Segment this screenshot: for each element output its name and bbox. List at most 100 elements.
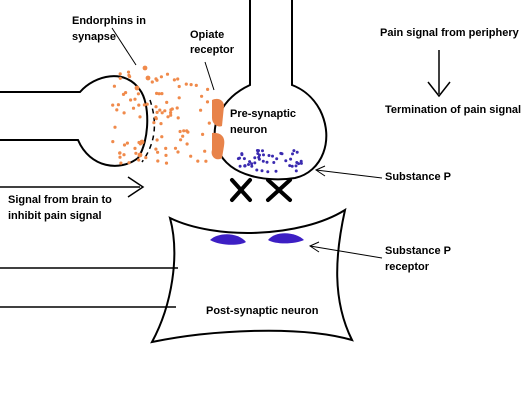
substance-p-dot bbox=[243, 164, 247, 168]
endorphin-dot bbox=[122, 111, 126, 115]
endorphin-dot bbox=[144, 156, 148, 160]
substance-p-dot bbox=[271, 154, 274, 158]
endorphin-dot bbox=[136, 92, 140, 96]
endorphin-dot bbox=[200, 94, 204, 98]
pain-signal-arrow-head bbox=[427, 81, 451, 98]
substance-p-pointer-line bbox=[315, 169, 383, 179]
substance-p-dot bbox=[297, 162, 301, 166]
endorphin-dot bbox=[172, 78, 176, 82]
endorphin-dot bbox=[164, 161, 169, 165]
endorphin-dot bbox=[118, 151, 122, 155]
substance-p-dot bbox=[253, 161, 257, 165]
endorphin-dot bbox=[177, 96, 181, 100]
substance-p-dot bbox=[260, 169, 264, 173]
endorphin-dot bbox=[182, 129, 186, 133]
endorphin-dot bbox=[122, 143, 127, 147]
endorphin-dot bbox=[185, 142, 189, 146]
opiate-pointer bbox=[204, 61, 215, 91]
endorphin-dot bbox=[116, 103, 120, 107]
opiate-receptor-upper bbox=[212, 98, 224, 127]
endorphin-dot bbox=[137, 158, 141, 162]
endorphin-dot bbox=[164, 146, 168, 150]
substance-p-dot bbox=[238, 164, 242, 168]
endorphin-dot bbox=[156, 150, 160, 154]
endorphin-dot bbox=[138, 115, 142, 119]
substance-p-dot bbox=[236, 157, 240, 161]
brain-signal-label-line2: inhibit pain signal bbox=[8, 210, 102, 222]
endorphin-dot bbox=[196, 159, 200, 163]
endorphin-dot bbox=[142, 103, 146, 107]
brain-neuron-outline bbox=[0, 75, 149, 167]
substance-p-dot bbox=[253, 156, 257, 160]
substance-p-dot bbox=[290, 164, 294, 168]
endorphin-dot bbox=[157, 92, 161, 96]
endorphin-dot bbox=[125, 141, 129, 145]
substance-p-receptor-label-line1: Substance P bbox=[385, 245, 451, 257]
brain-signal-label-line1: Signal from brain to bbox=[8, 194, 112, 206]
substance-p-dot bbox=[295, 150, 299, 154]
endorphin-dot bbox=[111, 103, 115, 107]
substance-p-dot bbox=[275, 157, 279, 161]
endorphin-dot bbox=[129, 98, 133, 102]
endorphin-dot bbox=[154, 77, 158, 81]
endorphin-dot bbox=[189, 154, 193, 158]
endorphin-dot bbox=[181, 134, 185, 138]
endorphin-dot bbox=[155, 91, 159, 95]
endorphin-dot bbox=[163, 109, 167, 113]
substance-p-dot bbox=[265, 160, 269, 164]
endorphin-dot bbox=[156, 159, 160, 163]
endorphin-dot bbox=[165, 100, 169, 104]
endorphins-label-line2: synapse bbox=[72, 31, 116, 43]
substance-p-dot bbox=[247, 163, 250, 166]
endorphin-dot bbox=[184, 82, 188, 86]
endorphin-dot bbox=[185, 129, 189, 133]
endorphin-dot bbox=[159, 75, 163, 79]
endorphin-dot bbox=[165, 72, 170, 76]
opiate-receptor-label-line2: receptor bbox=[190, 44, 235, 56]
endorphin-dot bbox=[160, 135, 164, 139]
presynaptic-neuron-outline bbox=[213, 0, 328, 181]
receptor-pointer-head bbox=[308, 241, 320, 253]
endorphin-dot bbox=[175, 106, 179, 110]
substance-p-dot bbox=[272, 161, 276, 164]
substance-p-dot bbox=[261, 149, 264, 153]
endorphin-dot bbox=[170, 107, 174, 111]
substance-p-dot bbox=[250, 162, 254, 166]
substance-p-dot bbox=[284, 159, 288, 163]
endorphin-dot bbox=[119, 161, 123, 165]
endorphin-dot bbox=[159, 122, 163, 126]
endorphin-dot bbox=[133, 97, 137, 101]
endorphin-dot bbox=[169, 111, 173, 115]
endorphin-dot bbox=[127, 161, 131, 165]
endorphin-dot bbox=[177, 84, 181, 89]
endorphin-dot bbox=[204, 159, 208, 163]
endorphin-dot bbox=[176, 116, 180, 120]
endorphin-dot bbox=[150, 80, 154, 84]
substance-p-receptor-label-line2: receptor bbox=[385, 261, 430, 273]
substance-p-dot bbox=[291, 152, 294, 156]
endorphin-dot bbox=[131, 106, 136, 110]
endorphin-dot bbox=[121, 92, 126, 96]
substance-p-dot bbox=[262, 153, 265, 157]
endorphin-dot bbox=[160, 111, 164, 115]
endorphins-label-line1: Endorphins in bbox=[72, 15, 146, 27]
endorphin-dot bbox=[154, 105, 158, 109]
substance-p-label: Substance P bbox=[385, 171, 451, 183]
substance-p-receptor-right bbox=[268, 233, 304, 244]
postsynaptic-neuron-outline bbox=[150, 207, 354, 344]
endorphin-dot bbox=[199, 108, 203, 112]
endorphin-dot bbox=[134, 151, 138, 155]
endorphin-dot bbox=[154, 116, 158, 120]
substance-p-dot bbox=[280, 152, 284, 156]
endorphin-dot bbox=[189, 83, 193, 87]
substance-p-dot bbox=[256, 152, 260, 155]
endorphin-dot bbox=[113, 125, 117, 129]
endorphin-dot bbox=[139, 139, 145, 145]
substance-p-dot bbox=[248, 160, 252, 164]
endorphin-dot bbox=[194, 83, 198, 87]
termination-label: Termination of pain signal bbox=[385, 104, 521, 116]
endorphin-dot bbox=[118, 155, 122, 159]
substance-p-dot bbox=[255, 168, 259, 172]
endorphin-dot bbox=[111, 140, 115, 144]
